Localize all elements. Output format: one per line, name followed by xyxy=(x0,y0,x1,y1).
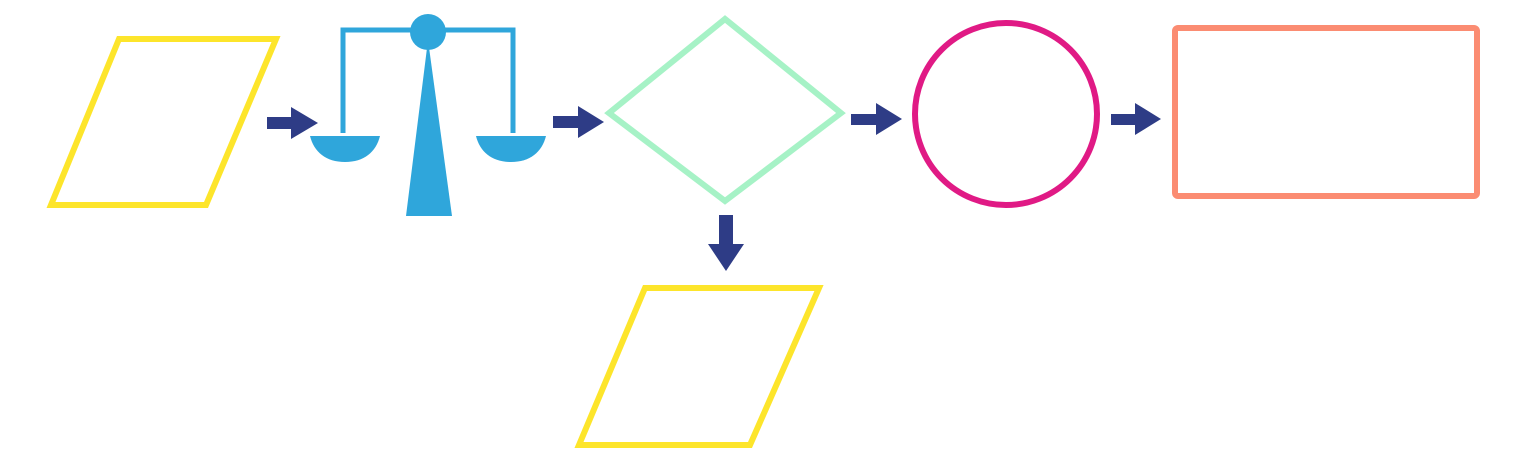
arrow-right-4 xyxy=(1111,103,1161,135)
arrow-right-1 xyxy=(267,107,318,139)
process-circle xyxy=(912,20,1100,208)
result-rectangle xyxy=(1172,25,1480,199)
arrow-down xyxy=(708,215,744,271)
arrow-right-2 xyxy=(553,106,604,138)
input-parallelogram xyxy=(46,36,281,208)
balance-scale-icon xyxy=(310,14,546,216)
arrow-right-3 xyxy=(851,103,902,135)
output-parallelogram xyxy=(574,285,824,448)
decision-diamond xyxy=(604,15,846,205)
